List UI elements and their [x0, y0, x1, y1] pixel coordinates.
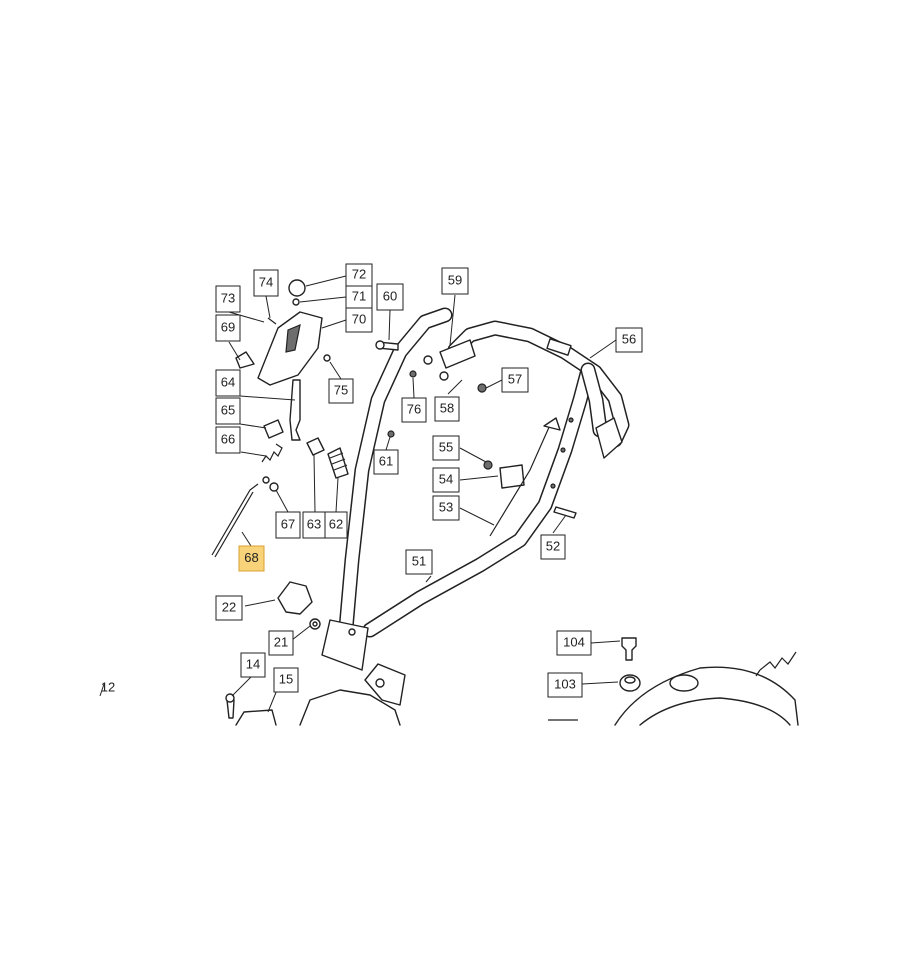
handle-drawing	[235, 307, 630, 726]
callout-63-label: 63	[307, 516, 321, 531]
leader-lines	[99, 275, 621, 713]
callout-15-label: 15	[279, 671, 293, 686]
callout-54[interactable]: 54	[432, 467, 460, 493]
callout-103[interactable]: 103	[547, 672, 583, 698]
callout-53-label: 53	[439, 499, 453, 514]
callout-14-label: 14	[246, 656, 260, 671]
callout-57[interactable]: 57	[501, 367, 529, 393]
callout-72[interactable]: 72	[345, 263, 373, 287]
callout-52[interactable]: 52	[540, 534, 566, 560]
callout-69[interactable]: 69	[215, 314, 241, 342]
callout-51-label: 51	[412, 553, 426, 568]
callout-60-label: 60	[383, 288, 397, 303]
callout-61[interactable]: 61	[373, 449, 399, 475]
callout-65-label: 65	[221, 402, 235, 417]
callout-70[interactable]: 70	[345, 307, 373, 333]
callout-73-label: 73	[221, 290, 235, 305]
callout-104[interactable]: 104	[556, 630, 592, 656]
callout-74[interactable]: 74	[253, 269, 279, 297]
callout-59[interactable]: 59	[441, 267, 469, 295]
callout-103-label: 103	[554, 676, 576, 691]
callout-60[interactable]: 60	[376, 283, 404, 311]
callout-64-label: 64	[221, 374, 235, 389]
callout-74-label: 74	[259, 274, 273, 289]
callout-12[interactable]: 12	[101, 679, 115, 694]
callout-62[interactable]: 62	[324, 511, 348, 539]
callout-51[interactable]: 51	[405, 549, 433, 575]
callout-62-label: 62	[329, 516, 343, 531]
callout-55[interactable]: 55	[432, 435, 460, 461]
callouts: 12 14 15 21 22 51 52 53	[101, 263, 643, 698]
callout-52-label: 52	[546, 538, 560, 553]
callout-75[interactable]: 75	[328, 378, 354, 404]
callout-71-label: 71	[352, 288, 366, 303]
callout-12-label: 12	[101, 679, 115, 694]
callout-73[interactable]: 73	[215, 285, 241, 313]
callout-68[interactable]: 68	[238, 545, 265, 572]
callout-69-label: 69	[221, 319, 235, 334]
callout-76-label: 76	[407, 401, 421, 416]
callout-70-label: 70	[352, 311, 366, 326]
callout-53[interactable]: 53	[432, 495, 460, 521]
callout-68-label: 68	[244, 550, 258, 565]
callout-21[interactable]: 21	[268, 630, 294, 656]
callout-56-label: 56	[622, 331, 636, 346]
callout-55-label: 55	[439, 439, 453, 454]
callout-58-label: 58	[440, 400, 454, 415]
callout-22-label: 22	[222, 599, 236, 614]
callout-71[interactable]: 71	[345, 285, 373, 309]
callout-56[interactable]: 56	[615, 327, 643, 353]
callout-22[interactable]: 22	[215, 595, 243, 621]
deck-drawing	[548, 637, 799, 726]
callout-67-label: 67	[281, 516, 295, 531]
callout-66[interactable]: 66	[215, 426, 241, 454]
callout-14[interactable]: 14	[240, 652, 266, 678]
callout-72-label: 72	[352, 266, 366, 281]
callout-59-label: 59	[448, 272, 462, 287]
callout-21-label: 21	[274, 634, 288, 649]
callout-64[interactable]: 64	[215, 369, 241, 397]
callout-58[interactable]: 58	[434, 396, 460, 422]
callout-67[interactable]: 67	[275, 511, 301, 539]
callout-104-label: 104	[563, 634, 585, 649]
callout-63[interactable]: 63	[302, 511, 326, 539]
callout-76[interactable]: 76	[401, 397, 427, 423]
lever-assembly-drawing	[211, 279, 577, 719]
callout-75-label: 75	[334, 382, 348, 397]
callout-57-label: 57	[508, 371, 522, 386]
callout-15[interactable]: 15	[273, 667, 299, 693]
callout-66-label: 66	[221, 431, 235, 446]
callout-61-label: 61	[379, 453, 393, 468]
callout-54-label: 54	[439, 471, 453, 486]
callout-65[interactable]: 65	[215, 397, 241, 425]
